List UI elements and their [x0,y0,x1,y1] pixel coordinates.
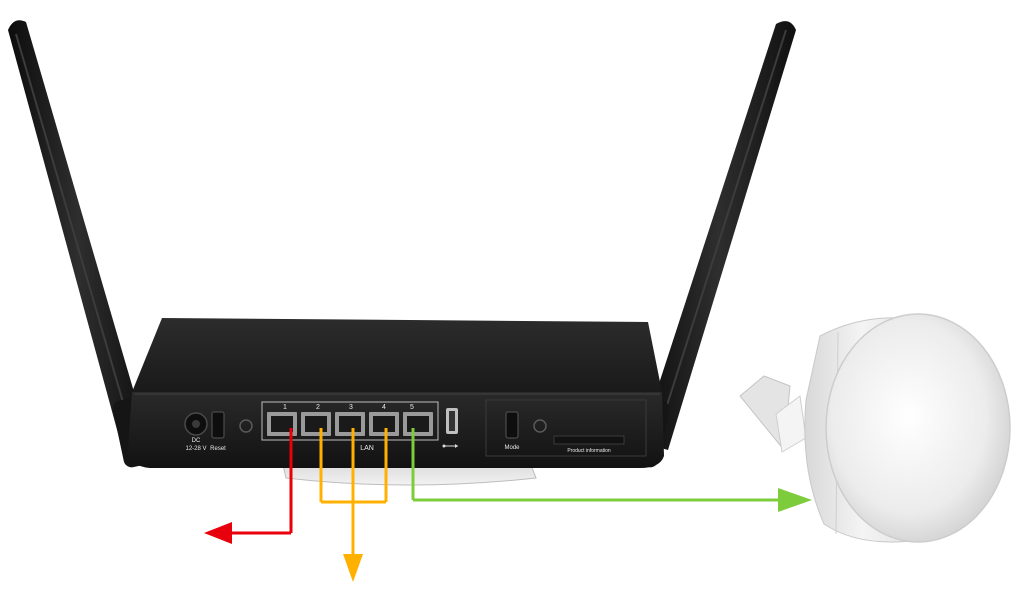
mode-label: Mode [504,445,520,451]
mode-led [533,419,547,433]
reset-label: Reset [210,446,226,452]
port-number-5: 5 [410,404,414,411]
rear-panel-right [485,399,647,457]
lan-arrows [319,428,388,582]
router-body [128,318,664,468]
port-number-1: 1 [283,404,287,411]
usb-icon [442,444,458,448]
outdoor-radio-unit [739,313,1011,543]
status-led [239,419,253,433]
product-info-label: Product information [567,448,611,454]
dc-power-jack [184,412,208,436]
port-number-3: 3 [349,404,353,411]
dc-label: DC [192,438,201,444]
product-info-plate [553,435,625,445]
lan-label: LAN [360,445,374,452]
port-number-2: 2 [316,404,320,411]
mode-button[interactable] [505,411,519,439]
reset-button[interactable] [211,411,225,439]
voltage-label: 12-28 V [185,446,206,452]
port-number-4: 4 [382,404,386,411]
ethernet-port-panel [261,401,439,441]
wan-arrow [204,428,293,544]
outdoor-unit-arrow [411,428,812,512]
